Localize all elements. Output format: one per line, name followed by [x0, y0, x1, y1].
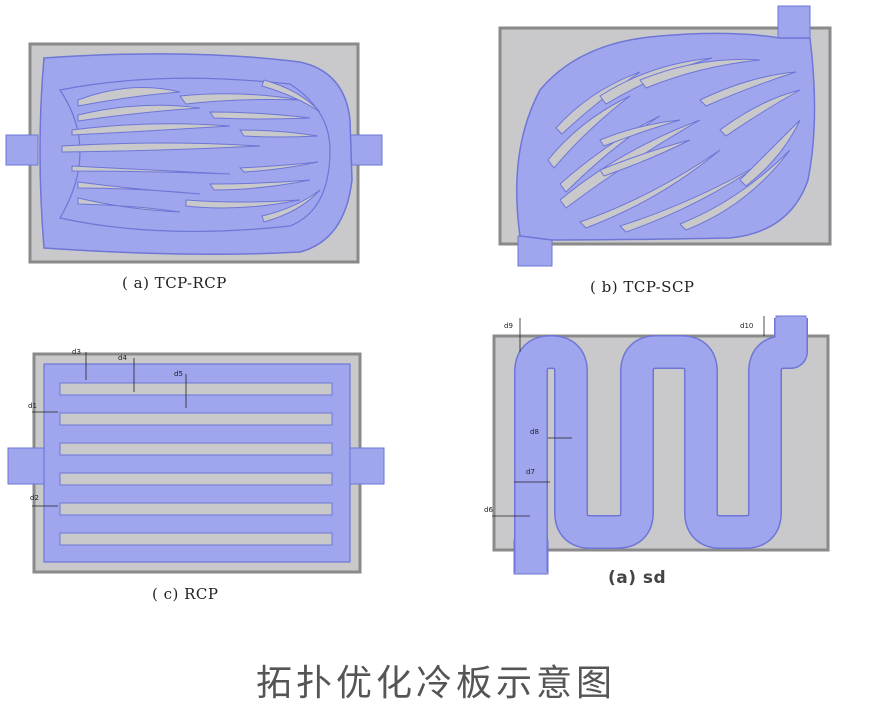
- panel-c-ribs: [59, 382, 333, 546]
- panel-a-inner-island: [59, 77, 331, 233]
- panel-d-serpentine-fill: [515, 318, 807, 572]
- panel-d-dim-d8: d8: [530, 428, 539, 436]
- panel-c-dimension-lines: [32, 352, 187, 507]
- panel-d-diagram: d9 d10 d8 d7 d6: [484, 315, 830, 575]
- panel-b-outlet-port: [777, 5, 811, 41]
- panel-c-outlet-port: [349, 447, 385, 485]
- panel-a-caption: ( a) TCP-RCP: [122, 274, 227, 292]
- panel-a-channel-region: [39, 53, 353, 255]
- panel-d-dim-d9: d9: [504, 322, 513, 330]
- panel-a-diagram: [5, 42, 383, 264]
- panel-d-dim-d6: d6: [484, 506, 493, 514]
- figure-title: 拓扑优化冷板示意图: [255, 663, 616, 704]
- panel-b-inlet-port: [517, 235, 553, 267]
- panel-c-dim-d4: d4: [118, 354, 127, 362]
- panel-b-caption: ( b) TCP-SCP: [590, 278, 695, 296]
- panel-c-caption: ( c) RCP: [152, 585, 219, 603]
- panel-c-dim-d5: d5: [174, 370, 183, 378]
- panel-d-caption: (a) sd: [608, 568, 667, 588]
- panel-a-outlet-port: [349, 134, 383, 166]
- panel-b-diagram: [498, 5, 832, 267]
- panel-b-fins: [547, 57, 801, 233]
- panel-c-diagram: d3 d4 d5 d1 d2: [7, 348, 385, 574]
- panel-d-dim-d10: d10: [740, 322, 753, 330]
- panel-d-dimension-lines: [492, 316, 765, 517]
- panel-c-dim-d1: d1: [28, 402, 37, 410]
- panel-d-dim-d7: d7: [526, 468, 535, 476]
- panel-c-dim-d2: d2: [30, 494, 39, 502]
- panel-a-fins: [61, 79, 321, 223]
- panel-a-inlet-port: [5, 134, 39, 166]
- panel-c-inlet-port: [7, 447, 45, 485]
- panel-c-dim-d3: d3: [72, 348, 81, 356]
